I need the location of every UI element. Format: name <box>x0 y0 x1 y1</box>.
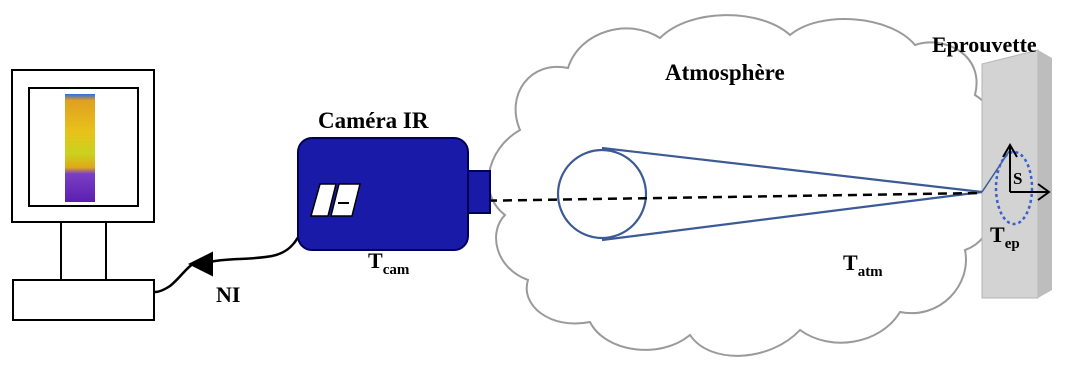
camera-display-right <box>330 183 361 217</box>
thermal-image-icon <box>65 94 95 202</box>
specimen-temperature-symbol: T <box>990 222 1005 247</box>
surface-spot: S <box>981 143 1051 226</box>
cone-upper-edge <box>601 146 983 194</box>
camera-lens <box>467 170 491 214</box>
cloud-icon <box>487 14 999 357</box>
atmosphere-label: Atmosphère <box>665 60 785 85</box>
monitor-stand <box>60 221 107 281</box>
camera-label: Caméra IR <box>318 108 429 133</box>
ni-cable <box>188 211 313 277</box>
surface-ellipse <box>994 150 1034 226</box>
field-of-view-cone <box>556 146 983 242</box>
ni-label: NI <box>216 282 240 307</box>
specimen-temperature-subscript: ep <box>1005 236 1020 252</box>
atmosphere-cloud <box>487 14 999 357</box>
camera-display-left <box>310 183 337 217</box>
ir-camera-icon <box>297 137 491 251</box>
lens-aperture-circle <box>556 148 648 240</box>
camera-temperature-subscript: cam <box>383 262 410 278</box>
atmosphere-temperature-symbol: T <box>843 250 858 275</box>
surface-label: S <box>1013 169 1022 188</box>
computer-base <box>12 279 155 321</box>
cable-tail <box>154 262 194 294</box>
vertical-arrowhead <box>1002 143 1018 158</box>
specimen-side <box>1038 50 1052 298</box>
camera-temperature-symbol: T <box>368 248 383 273</box>
spot-line-upper <box>981 149 1011 193</box>
specimen-label: Eprouvette <box>932 32 1037 57</box>
specimen-temperature-label: Tep <box>990 222 1020 252</box>
computer-monitor-icon <box>11 69 155 321</box>
atmosphere-temperature-label: Tatm <box>843 250 883 280</box>
camera-temperature-label: Tcam <box>368 248 410 278</box>
cone-lower-edge <box>601 190 983 242</box>
atmosphere-temperature-subscript: atm <box>858 264 883 280</box>
horizontal-arrowhead <box>1037 183 1051 201</box>
